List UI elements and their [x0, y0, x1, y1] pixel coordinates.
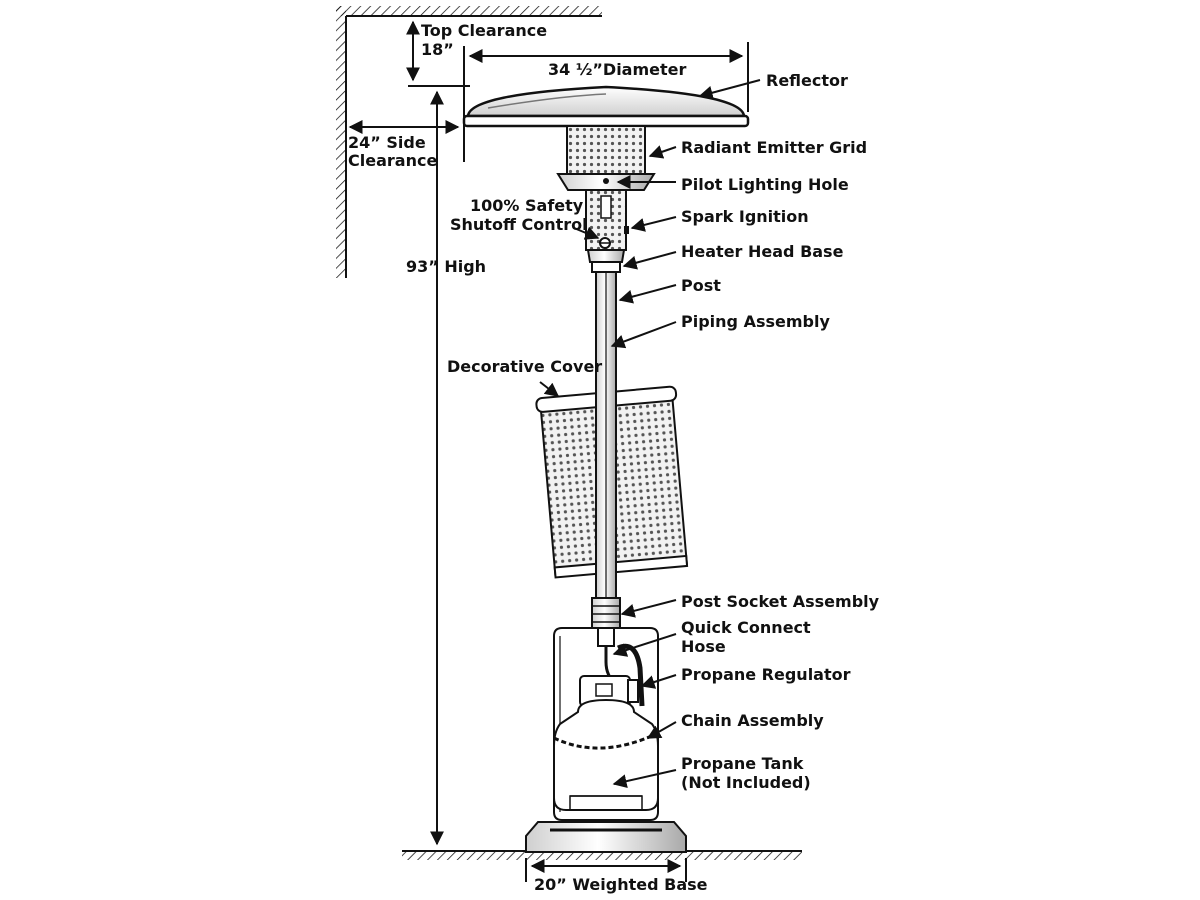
leader-arrows — [539, 79, 761, 789]
propane-regulator-label: Propane Regulator — [681, 665, 851, 684]
weighted-base-label: 20” Weighted Base — [534, 875, 708, 894]
post-socket-shape — [591, 597, 621, 629]
radiant-emitter-grid-label: Radiant Emitter Grid — [681, 138, 867, 157]
top-clearance-value: 18” — [421, 40, 454, 59]
quick-connect-hose-label-line2: Hose — [681, 637, 726, 656]
decorative-cover-label: Decorative Cover — [447, 357, 602, 376]
reflector-label: Reflector — [766, 71, 848, 90]
emitter-grid-shape — [566, 125, 646, 175]
post-shape — [595, 271, 617, 599]
height-label: 93” High — [406, 257, 486, 276]
diameter-label: 34 ½”Diameter — [548, 60, 687, 79]
top-clearance-label: Top Clearance — [421, 21, 547, 40]
heater-head-base-label: Heater Head Base — [681, 242, 844, 261]
propane-tank-label-line1: Propane Tank — [681, 754, 804, 773]
post-label: Post — [681, 276, 721, 295]
reflector-shape — [462, 85, 750, 128]
spark-ignition-label: Spark Ignition — [681, 207, 809, 226]
safety-shutoff-label-line1: 100% Safety — [470, 196, 584, 215]
wall-ceiling-corner — [336, 6, 602, 278]
post-socket-assembly-label: Post Socket Assembly — [681, 592, 880, 611]
piping-assembly-label: Piping Assembly — [681, 312, 830, 331]
side-clearance-label-line1: 24” Side — [348, 133, 426, 152]
dimension-lines — [348, 20, 749, 882]
safety-shutoff-label-line2: Shutoff Control — [450, 215, 588, 234]
propane-tank-shape — [553, 698, 659, 811]
pilot-lighting-hole-label: Pilot Lighting Hole — [681, 175, 849, 194]
quick-connect-hose-label-line1: Quick Connect — [681, 618, 811, 637]
control-housing-shape — [585, 189, 629, 273]
side-clearance-label-line2: Clearance — [348, 151, 437, 170]
propane-tank-label-line2: (Not Included) — [681, 773, 811, 792]
chain-assembly-label: Chain Assembly — [681, 711, 824, 730]
